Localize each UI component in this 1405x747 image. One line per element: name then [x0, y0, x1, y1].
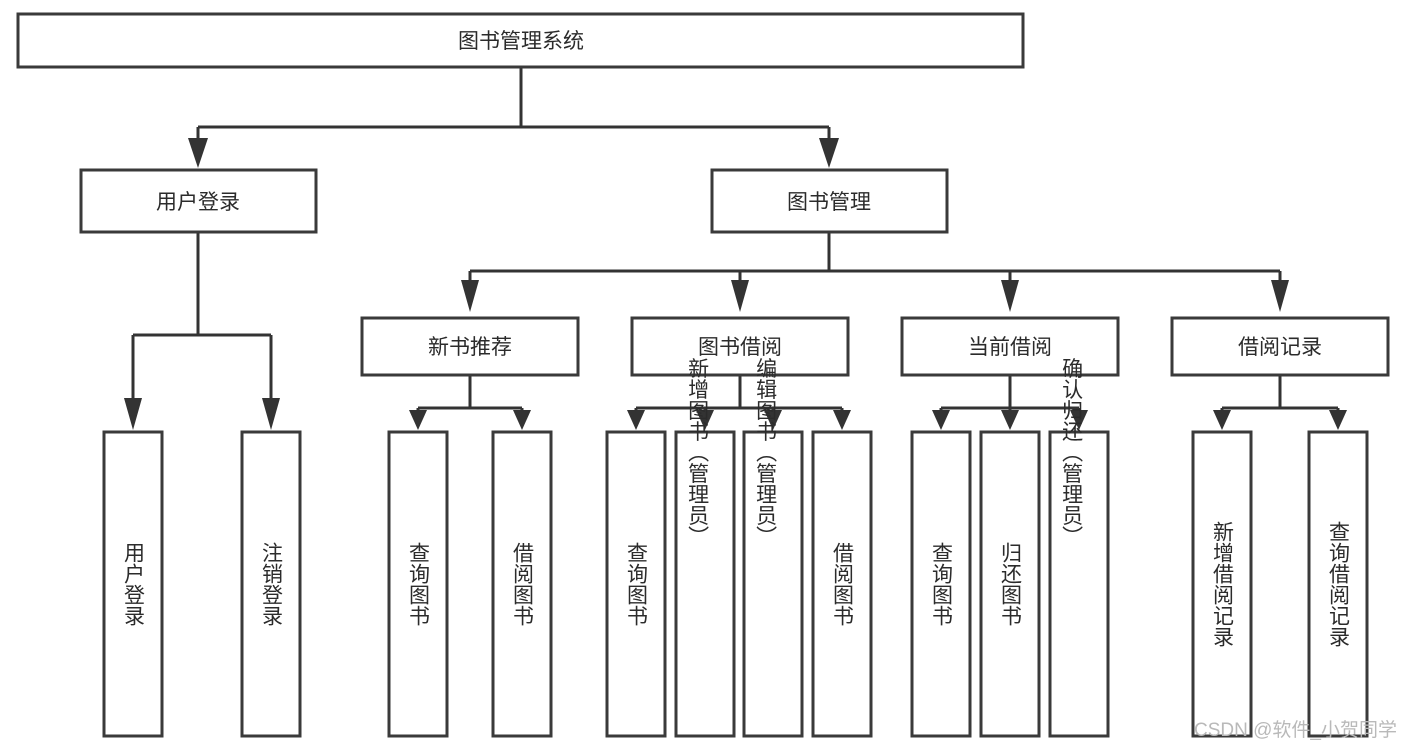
arrow-head-l3-2 [731, 280, 749, 312]
node-book-management-label: 图书管理 [787, 191, 871, 214]
arrow-head-leaf-record-1 [1213, 410, 1231, 430]
arrow-head-leaf-new-2 [513, 410, 531, 430]
arrow-head-leaf-user-1 [124, 398, 142, 430]
leaf-label: 新增借阅记录 [1211, 521, 1235, 647]
leaf-label: 归还图书 [999, 542, 1023, 626]
node-borrow-record[interactable]: 借阅记录 [1170, 316, 1390, 377]
arrow-head-l3-1 [461, 280, 479, 312]
leaf-node-newbook-borrow[interactable]: 借阅图书 [491, 430, 553, 738]
node-user-login[interactable]: 用户登录 [79, 168, 318, 234]
leaf-node-borrow-borrow[interactable]: 借阅图书 [811, 430, 873, 738]
leaf-box[interactable] [240, 430, 302, 738]
leaf-node-borrow-query[interactable]: 查询图书 [605, 430, 667, 738]
leaf-box[interactable] [387, 430, 449, 738]
arrow-head-bookmgmt [819, 138, 839, 168]
node-borrow-record-box[interactable] [1170, 316, 1390, 377]
node-current-borrow-label: 当前借阅 [968, 336, 1052, 359]
leaf-node-record-query[interactable]: 查询借阅记录 [1307, 430, 1369, 738]
arrow-head-l3-3 [1001, 280, 1019, 312]
leaf-box[interactable] [1307, 430, 1369, 738]
leaf-node-current-confirm-return[interactable]: 确认归还（管理员） [1048, 358, 1110, 738]
leaf-box[interactable] [674, 430, 736, 738]
node-root-box[interactable] [16, 12, 1025, 69]
arrow-head-leaf-record-2 [1329, 410, 1347, 430]
node-book-borrow-label: 图书借阅 [698, 336, 782, 359]
arrow-head-leaf-borrow-2 [696, 410, 714, 430]
arrow-head-l3-4 [1271, 280, 1289, 312]
arrow-head-leaf-current-1 [932, 410, 950, 430]
leaf-label: 借阅图书 [831, 542, 855, 626]
leaf-box[interactable] [1191, 430, 1253, 738]
leaf-box[interactable] [102, 430, 164, 738]
leaf-node-borrow-edit[interactable]: 编辑图书（管理员） [742, 358, 804, 738]
leaf-box[interactable] [605, 430, 667, 738]
node-book-management-box[interactable] [710, 168, 949, 234]
leaf-box[interactable] [811, 430, 873, 738]
node-current-borrow-box[interactable] [900, 316, 1120, 377]
arrow-head-leaf-current-2 [1001, 410, 1019, 430]
node-root-label: 图书管理系统 [458, 30, 584, 53]
leaf-label: 查询图书 [930, 542, 954, 626]
leaf-box[interactable] [1048, 430, 1110, 738]
arrow-head-userlogin [188, 138, 208, 168]
leaf-label: 借阅图书 [511, 542, 535, 626]
arrow-head-leaf-current-3 [1070, 410, 1088, 430]
leaf-box[interactable] [491, 430, 553, 738]
leaf-node-newbook-query[interactable]: 查询图书 [387, 430, 449, 738]
node-user-login-box[interactable] [79, 168, 318, 234]
node-root-book-management-system[interactable]: 图书管理系统 [16, 12, 1025, 69]
leaf-node-user-login-logout[interactable]: 注销登录 [240, 430, 302, 738]
leaf-node-current-query[interactable]: 查询图书 [910, 430, 972, 738]
arrow-head-leaf-new-1 [409, 410, 427, 430]
node-user-login-label: 用户登录 [156, 191, 240, 214]
arrow-head-leaf-borrow-3 [764, 410, 782, 430]
leaf-node-current-return[interactable]: 归还图书 [979, 430, 1041, 738]
leaf-box[interactable] [910, 430, 972, 738]
leaf-box[interactable] [742, 430, 804, 738]
leaf-node-borrow-add[interactable]: 新增图书（管理员） [674, 358, 736, 738]
leaf-label: 用户登录 [122, 542, 146, 626]
node-new-book-recommend-label: 新书推荐 [428, 336, 512, 359]
arrow-head-leaf-borrow-1 [627, 410, 645, 430]
node-new-book-recommend[interactable]: 新书推荐 [360, 316, 580, 377]
leaf-label: 查询借阅记录 [1327, 521, 1351, 647]
arrow-head-leaf-borrow-4 [833, 410, 851, 430]
node-book-borrow-box[interactable] [630, 316, 850, 377]
node-borrow-record-label: 借阅记录 [1238, 336, 1322, 359]
leaf-node-user-login-login[interactable]: 用户登录 [102, 430, 164, 738]
leaf-node-record-add[interactable]: 新增借阅记录 [1191, 430, 1253, 738]
leaf-label: 新增图书（管理员） [686, 358, 710, 547]
node-book-borrow[interactable]: 图书借阅 [630, 316, 850, 377]
leaf-label: 查询图书 [625, 542, 649, 626]
leaf-box[interactable] [979, 430, 1041, 738]
leaf-label: 确认归还（管理员） [1060, 358, 1084, 547]
node-book-management[interactable]: 图书管理 [710, 168, 949, 234]
edge-layer [124, 67, 1347, 430]
csdn-watermark: CSDN @软件_小贺同学 [1194, 719, 1397, 741]
leaf-label: 编辑图书（管理员） [754, 358, 778, 547]
leaf-label: 注销登录 [260, 542, 284, 626]
arrow-head-leaf-user-2 [262, 398, 280, 430]
node-current-borrow[interactable]: 当前借阅 [900, 316, 1120, 377]
leaf-label: 查询图书 [407, 542, 431, 626]
node-new-book-recommend-box[interactable] [360, 316, 580, 377]
